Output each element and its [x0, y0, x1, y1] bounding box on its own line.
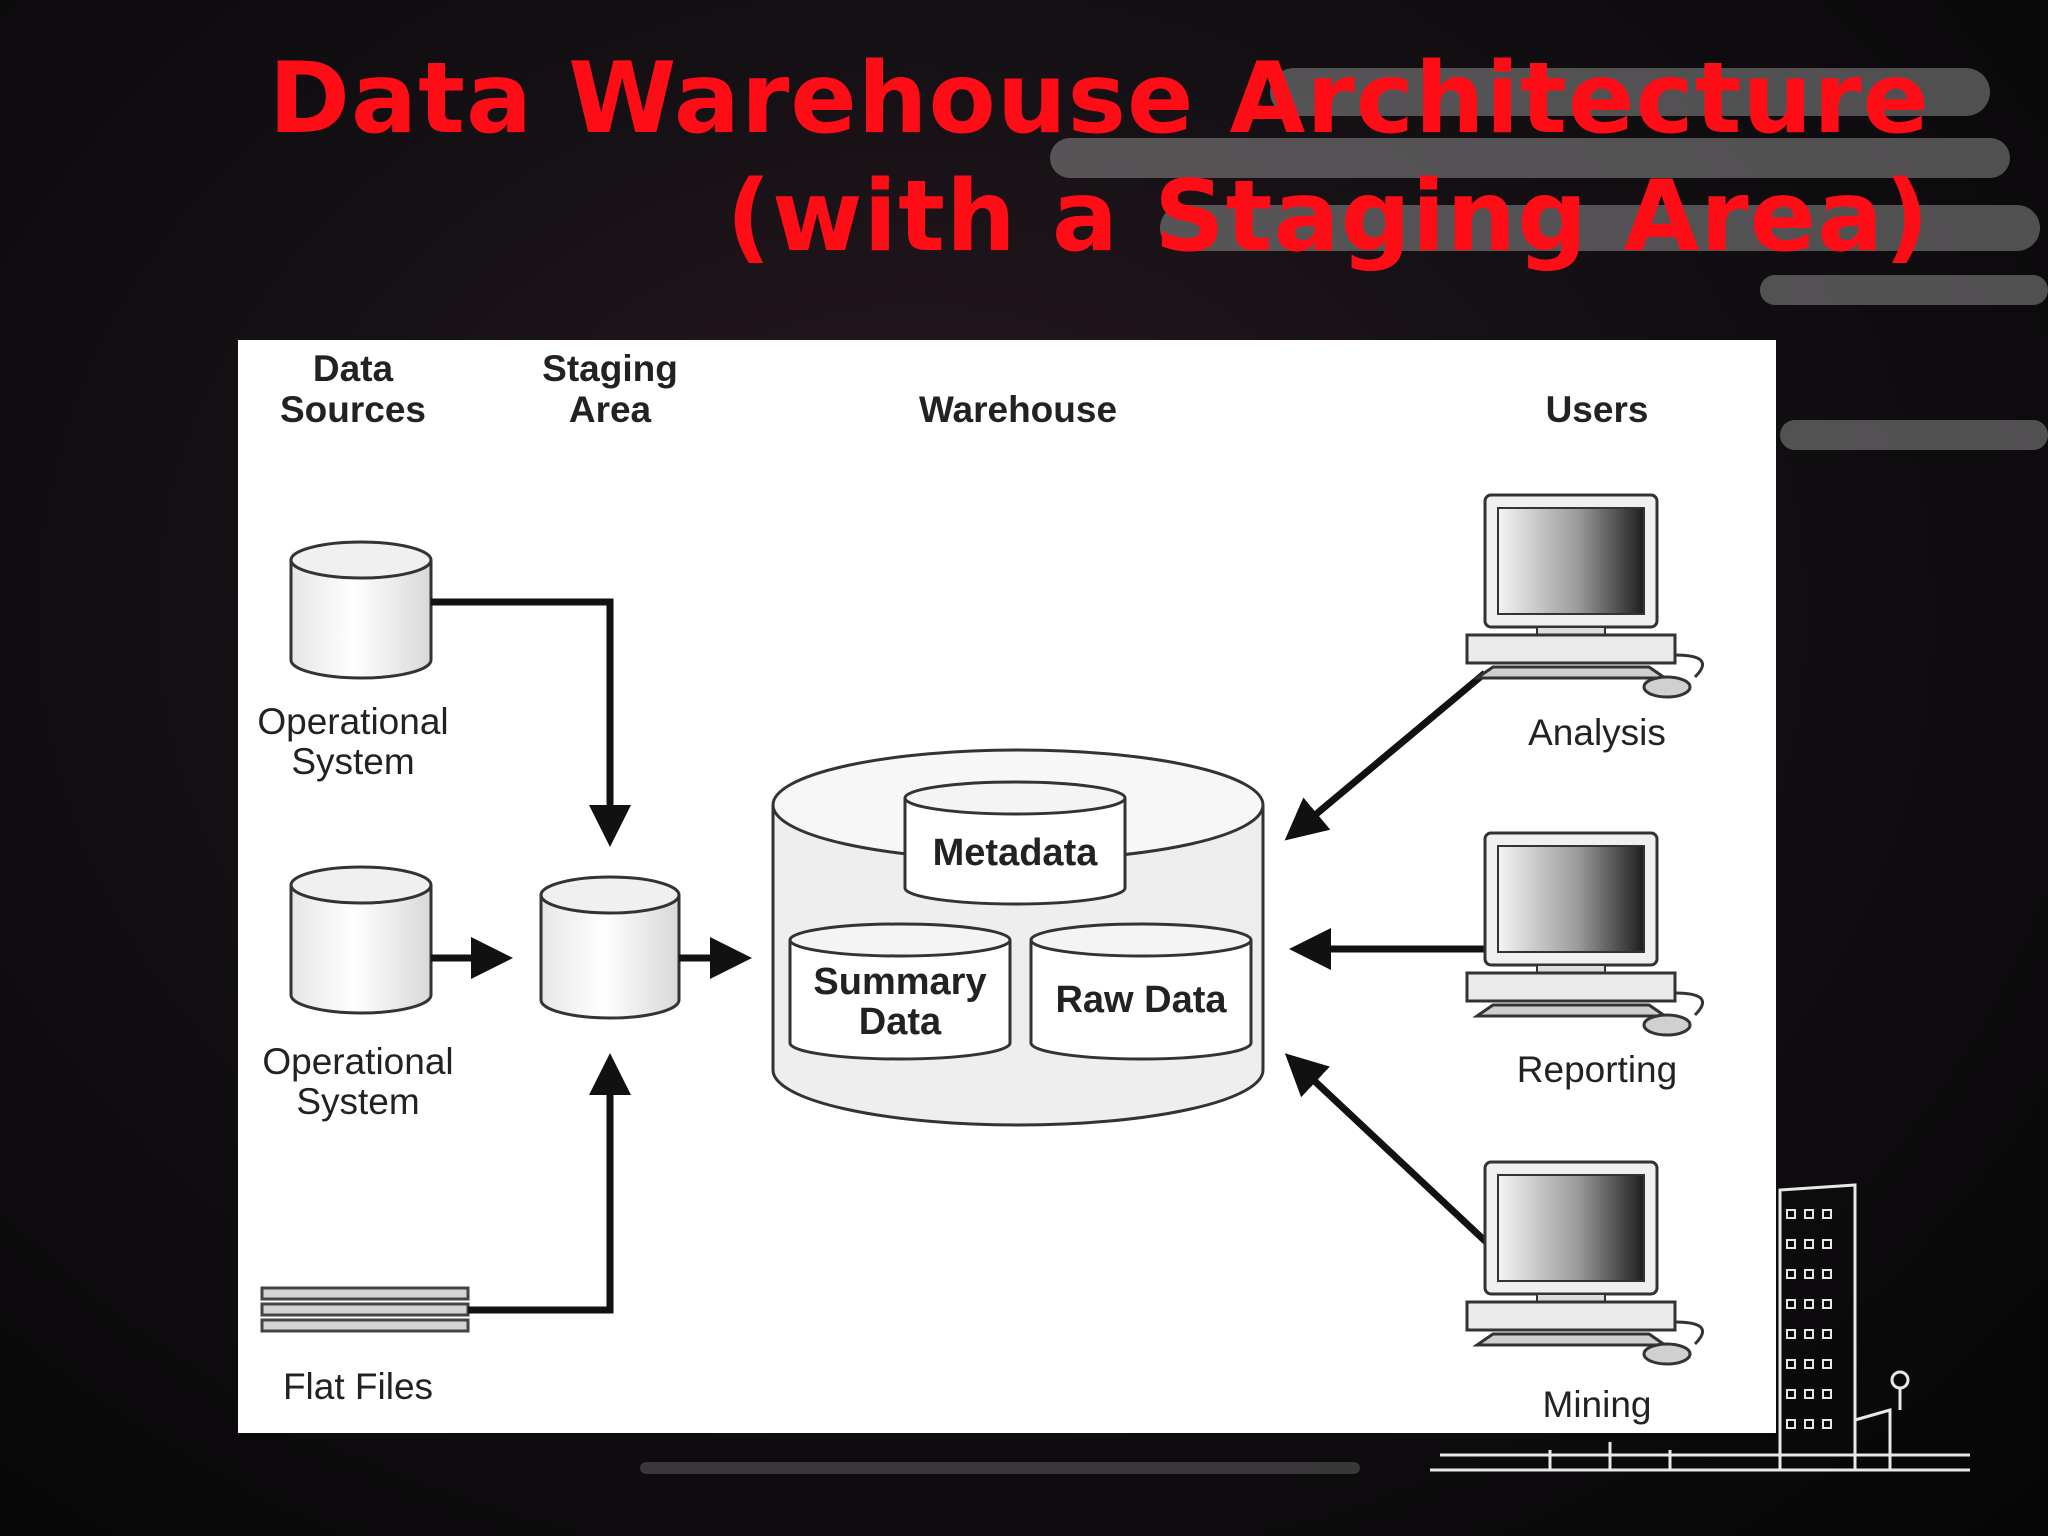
summary-data-label: Summary Data [813, 961, 987, 1043]
reporting-label: Reporting [1516, 1049, 1678, 1090]
flat-files-label: Flat Files [282, 1366, 434, 1407]
slide-title: Data Warehouse Architecture (with a Stag… [269, 40, 1930, 276]
operational-system-2-label: Operational System [262, 1041, 454, 1122]
brush-streak [1270, 68, 1990, 116]
title-line-1: Data Warehouse Architecture [268, 42, 1930, 156]
metadata-database-icon [903, 780, 1127, 906]
arrow-flat-files-to-staging [468, 1053, 631, 1314]
raw-data-label: Raw Data [1055, 979, 1227, 1021]
brush-streak [1160, 205, 2040, 251]
staging-area-database-icon [539, 875, 681, 1020]
mining-computer-icon [1465, 1160, 1704, 1366]
header-warehouse: Warehouse [918, 389, 1118, 430]
mining-label: Mining [1542, 1384, 1652, 1425]
brush-streak [1780, 420, 2048, 450]
metadata-label: Metadata [932, 832, 1098, 874]
analysis-label: Analysis [1528, 712, 1666, 753]
brush-streak [1760, 275, 2048, 305]
header-data-sources: Data Sources [279, 348, 427, 430]
architecture-diagram: Data Sources Staging Area Warehouse User… [238, 340, 1776, 1433]
operational-system-1-database-icon [289, 540, 433, 680]
brush-streak [1050, 138, 2010, 178]
header-users: Users [1545, 389, 1649, 430]
arrow-mining-to-warehouse [1284, 1053, 1503, 1258]
operational-system-1-label: Operational System [257, 701, 449, 782]
reporting-computer-icon [1465, 831, 1704, 1037]
diagram-graphics [260, 493, 1704, 1366]
arrow-analysis-to-warehouse [1284, 670, 1488, 841]
city-sketch-decoration [1430, 1183, 1970, 1472]
operational-system-2-database-icon [289, 865, 433, 1015]
raw-data-database-icon [1029, 922, 1253, 1061]
brush-streak [640, 1462, 1360, 1474]
header-staging-area: Staging Area [542, 348, 678, 430]
title-line-2: (with a Staging Area) [726, 160, 1930, 274]
flat-files-icon [260, 1286, 470, 1333]
analysis-computer-icon [1465, 493, 1704, 699]
arrow-operational-1-to-staging [431, 598, 631, 847]
summary-data-database-icon [788, 922, 1012, 1061]
flow-arrows [431, 598, 1503, 1314]
